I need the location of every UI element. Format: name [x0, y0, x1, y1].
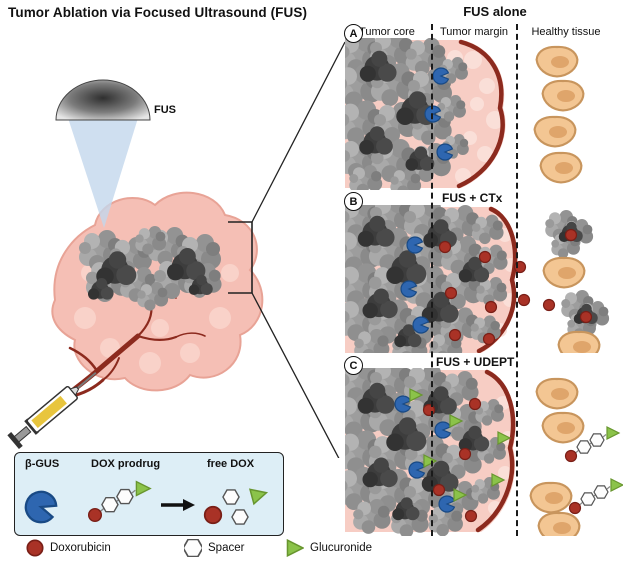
tumor-margin-line — [475, 369, 516, 533]
healthy-cell — [542, 256, 586, 289]
syringe — [7, 371, 97, 450]
reaction-arrow-icon — [161, 499, 195, 511]
dox-prodrug-icon — [89, 482, 151, 522]
dashed-divider-core-margin — [431, 24, 433, 536]
column-tumor-core: Tumor core — [359, 26, 415, 38]
column-healthy-tissue: Healthy tissue — [531, 26, 601, 38]
panel-a-art — [345, 38, 585, 190]
panel-a-letter: A — [349, 27, 358, 40]
spacer-icon — [184, 539, 202, 557]
beta-gus-label: β-GUS — [25, 458, 60, 470]
tumor-mass — [345, 38, 469, 190]
free-dox-label: free DOX — [207, 458, 255, 470]
fus-transducer-label: FUS — [154, 104, 176, 116]
beta-gus-icon — [20, 486, 61, 527]
dashed-divider-margin-healthy — [516, 24, 518, 536]
panel-c-title: FUS + UDEPT — [436, 355, 515, 369]
dox-prodrug-label: DOX prodrug — [91, 458, 161, 470]
zoom-bracket — [228, 221, 253, 294]
panel-c-art — [345, 368, 623, 536]
panel-b-badge: B — [344, 192, 363, 211]
panel-b-title: FUS + CTx — [442, 191, 503, 205]
panel-c-letter: C — [349, 359, 358, 372]
mechanism-legend-box: β-GUS DOX prodrug free DOX — [14, 452, 284, 536]
column-tumor-margin: Tumor margin — [439, 26, 509, 38]
legend-item-spacer: Spacer — [184, 539, 244, 557]
panel-a-title: FUS alone — [463, 4, 527, 19]
free-dox-icon — [203, 484, 270, 525]
healthy-cell — [557, 330, 601, 353]
doxorubicin-icon — [26, 539, 44, 557]
legend-item-glucuronide: Glucuronide — [286, 539, 372, 557]
doxorubicin-label: Doxorubicin — [50, 542, 111, 554]
zoom-line-top — [251, 41, 345, 223]
panel-b-letter: B — [349, 195, 358, 208]
ultrasound-beam — [68, 118, 138, 228]
panel-b-art — [345, 205, 610, 353]
legend-item-doxorubicin: Doxorubicin — [26, 539, 111, 557]
zoom-line-bottom — [251, 292, 340, 458]
spacer-label: Spacer — [208, 542, 245, 554]
panel-a-badge: A — [344, 24, 363, 43]
tumor-margin-line — [456, 39, 505, 189]
healthy-cells — [533, 45, 585, 184]
panel-c-badge: C — [344, 356, 363, 375]
mechanism-art — [20, 471, 270, 527]
glucuronide-icon — [286, 539, 304, 557]
figure-title: Tumor Ablation via Focused Ultrasound (F… — [8, 5, 308, 20]
left-illustration — [7, 41, 345, 458]
damaged-healthy-cluster-1 — [545, 210, 594, 259]
glucuronide-label: Glucuronide — [310, 542, 373, 554]
fus-transducer — [55, 79, 151, 121]
